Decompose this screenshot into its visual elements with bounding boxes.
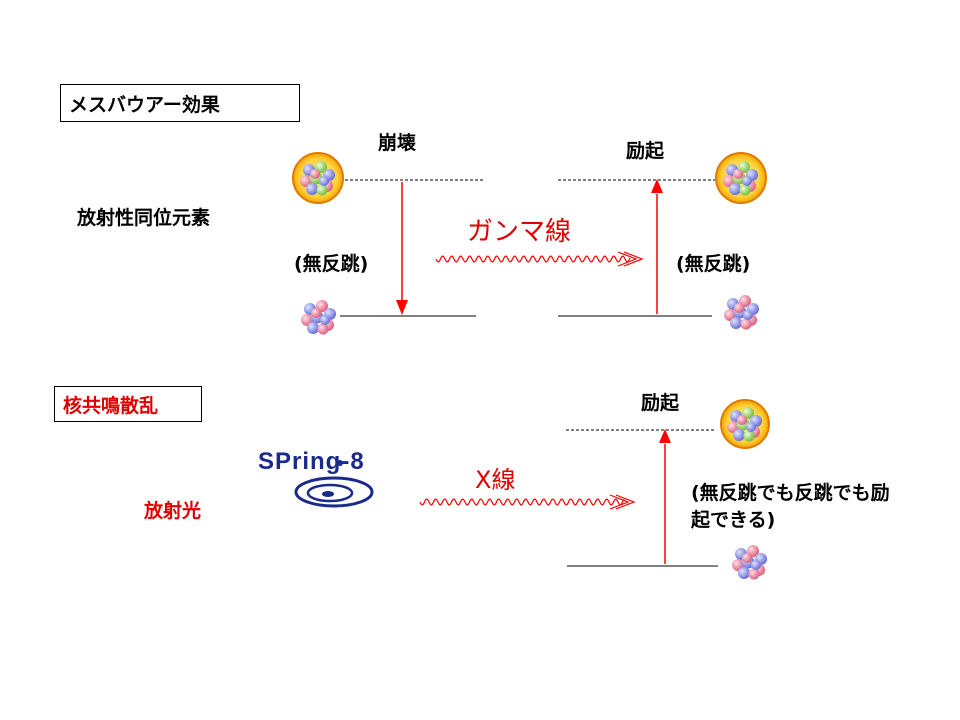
ground-nucleus-icon xyxy=(724,295,759,330)
ground-nucleus-icon xyxy=(732,545,767,580)
excited-nucleus-icon xyxy=(715,152,767,204)
nrs-excite-label: 励起 xyxy=(641,392,680,414)
gamma-ray-label: ガンマ線 xyxy=(467,217,572,247)
mossbauer-title: メスバウアー効果 xyxy=(69,93,220,116)
excitation-arrow xyxy=(651,179,663,314)
spring8-logo-text: SPring-8 xyxy=(258,448,365,475)
nrs-title-box: 核共鳴散乱 xyxy=(54,386,202,422)
recoilless-right-label: (無反跳) xyxy=(676,253,751,275)
spring8-logo-icon xyxy=(294,460,374,508)
xray-label: X線 xyxy=(475,466,516,494)
excited-nucleus-icon xyxy=(292,152,344,204)
decay-arrow xyxy=(396,182,408,315)
nrs-title: 核共鳴散乱 xyxy=(63,394,159,417)
ground-nucleus-icon xyxy=(301,300,336,335)
decay-label: 崩壊 xyxy=(378,132,417,154)
mossbauer-title-box: メスバウアー効果 xyxy=(60,84,300,122)
nrs-note: (無反跳でも反跳でも励起できる) xyxy=(691,482,890,531)
recoilless-left-label: (無反跳) xyxy=(294,253,369,275)
excited-nucleus-icon xyxy=(720,399,770,449)
nrs-excitation-arrow xyxy=(659,429,671,564)
source-label: 放射性同位元素 xyxy=(77,207,211,229)
excite-label: 励起 xyxy=(626,140,665,162)
gamma-ray-wave xyxy=(435,251,644,267)
nrs-source-label: 放射光 xyxy=(144,500,202,522)
xray-wave xyxy=(419,494,636,510)
